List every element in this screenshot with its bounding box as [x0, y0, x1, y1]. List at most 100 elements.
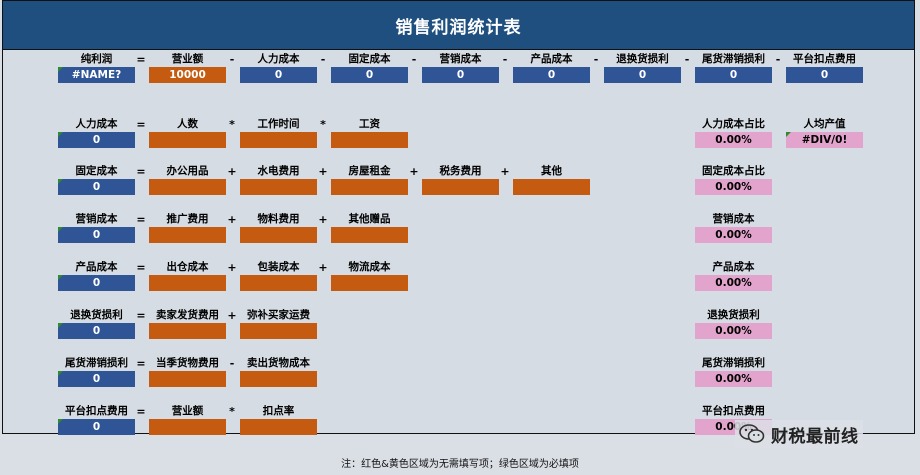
term-label: 卖家发货费用	[156, 309, 219, 321]
operator: +	[227, 165, 237, 178]
watermark: 财税最前线	[735, 420, 863, 448]
input-cell[interactable]	[149, 227, 226, 243]
row-label: 固定成本	[75, 165, 118, 177]
ratio-cell[interactable]: 0.00%	[695, 227, 772, 243]
equals-sign: =	[136, 405, 146, 418]
operator: -	[229, 53, 235, 66]
term-label: 营销成本	[439, 53, 482, 65]
term-label: 退换货损利	[616, 53, 669, 65]
row-label: 营销成本	[75, 213, 118, 225]
ratio-label: 退换货损利	[707, 309, 760, 321]
per-capita-label: 人均产值	[803, 118, 846, 130]
input-cell[interactable]	[240, 132, 317, 148]
operator: -	[411, 53, 417, 66]
term-label: 尾货滞销损利	[702, 53, 765, 65]
input-cell[interactable]	[149, 275, 226, 291]
input-cell[interactable]	[331, 227, 408, 243]
row-label: 产品成本	[75, 261, 118, 273]
row-label: 退换货损利	[70, 309, 123, 321]
operator: *	[229, 118, 235, 131]
ratio-cell[interactable]: 0.00%	[695, 275, 772, 291]
term-label: 扣点率	[262, 405, 295, 417]
operator: +	[318, 165, 328, 178]
input-cell[interactable]: 0	[513, 67, 590, 83]
operator: +	[227, 213, 237, 226]
input-cell[interactable]	[331, 179, 408, 195]
equals-sign: =	[136, 165, 146, 178]
input-cell[interactable]	[422, 179, 499, 195]
input-cell[interactable]	[240, 371, 317, 387]
term-label: 营业额	[171, 53, 204, 65]
operator: -	[229, 357, 235, 370]
term-label: 税务费用	[439, 165, 482, 177]
input-cell[interactable]: 0	[695, 67, 772, 83]
result-cell[interactable]: 0	[58, 179, 135, 195]
input-cell[interactable]	[149, 132, 226, 148]
term-label: 包装成本	[257, 261, 300, 273]
operator: +	[318, 213, 328, 226]
ratio-label: 产品成本	[712, 261, 755, 273]
input-cell[interactable]: 0	[422, 67, 499, 83]
ratio-cell[interactable]: 0.00%	[695, 323, 772, 339]
term-label: 物流成本	[348, 261, 391, 273]
operator: -	[502, 53, 508, 66]
input-cell[interactable]	[149, 179, 226, 195]
term-label: 其他赠品	[348, 213, 391, 225]
term-label: 物料费用	[257, 213, 300, 225]
input-cell[interactable]: 10000	[149, 67, 226, 83]
input-cell[interactable]: 0	[604, 67, 681, 83]
result-cell[interactable]: 0	[58, 371, 135, 387]
title-bar: 销售利润统计表	[3, 1, 914, 50]
input-cell[interactable]	[149, 419, 226, 435]
input-cell[interactable]	[331, 275, 408, 291]
ratio-label: 营销成本	[712, 213, 755, 225]
term-label: 弥补买家运费	[247, 309, 310, 321]
row-label: 尾货滞销损利	[65, 357, 128, 369]
result-cell[interactable]: 0	[58, 227, 135, 243]
term-label: 人力成本	[257, 53, 300, 65]
input-cell[interactable]	[240, 275, 317, 291]
per-capita-cell[interactable]: #DIV/0!	[786, 132, 863, 148]
equals-sign: =	[136, 118, 146, 131]
row-label: 平台扣点费用	[65, 405, 128, 417]
term-label: 人数	[177, 118, 198, 130]
input-cell[interactable]	[240, 179, 317, 195]
operator: -	[593, 53, 599, 66]
wechat-icon	[739, 424, 765, 444]
result-cell[interactable]: #NAME?	[58, 67, 135, 83]
input-cell[interactable]: 0	[331, 67, 408, 83]
ratio-cell[interactable]: 0.00%	[695, 371, 772, 387]
result-cell[interactable]: 0	[58, 419, 135, 435]
equals-sign: =	[136, 213, 146, 226]
term-label: 水电费用	[257, 165, 300, 177]
page-title: 销售利润统计表	[395, 17, 522, 38]
input-cell[interactable]: 0	[786, 67, 863, 83]
term-label: 营业额	[171, 405, 204, 417]
term-label: 当季货物费用	[156, 357, 219, 369]
input-cell[interactable]	[240, 227, 317, 243]
result-cell[interactable]: 0	[58, 132, 135, 148]
input-cell[interactable]	[513, 179, 590, 195]
ratio-cell[interactable]: 0.00%	[695, 132, 772, 148]
term-label: 出仓成本	[166, 261, 209, 273]
input-cell[interactable]	[240, 323, 317, 339]
term-label: 产品成本	[530, 53, 573, 65]
input-cell[interactable]	[149, 323, 226, 339]
operator: -	[684, 53, 690, 66]
result-cell[interactable]: 0	[58, 323, 135, 339]
operator: -	[775, 53, 781, 66]
operator: +	[500, 165, 510, 178]
operator: +	[409, 165, 419, 178]
input-cell[interactable]: 0	[240, 67, 317, 83]
operator: +	[318, 261, 328, 274]
term-label: 办公用品	[166, 165, 209, 177]
ratio-cell[interactable]: 0.00%	[695, 179, 772, 195]
footer-note: 注：红色&黄色区域为无需填写项；绿色区域为必填项	[341, 459, 579, 470]
result-cell[interactable]: 0	[58, 275, 135, 291]
input-cell[interactable]	[331, 132, 408, 148]
input-cell[interactable]	[149, 371, 226, 387]
input-cell[interactable]	[240, 419, 317, 435]
row-label: 纯利润	[80, 53, 113, 65]
term-label: 推广费用	[166, 213, 209, 225]
